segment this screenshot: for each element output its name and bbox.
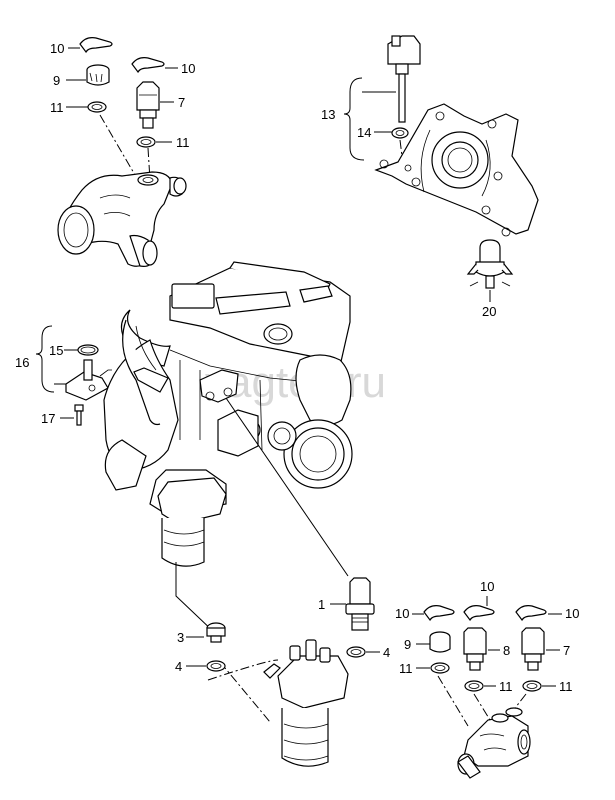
- speed-sensor: [466, 239, 514, 289]
- bolt: [74, 404, 84, 426]
- retaining-clip-3: [423, 605, 455, 622]
- callout-11: 11: [50, 100, 64, 115]
- callout-8: 8: [503, 643, 510, 658]
- callout-11d: 11: [499, 679, 513, 694]
- screw-plug: [206, 622, 226, 643]
- seal-ring-5: [206, 660, 226, 672]
- sealing-flange-group: 13 14: [321, 35, 539, 319]
- retaining-clip: [79, 37, 113, 54]
- callout-17: 17: [41, 411, 55, 426]
- sensor-assembly-group: 16 15 17: [15, 325, 112, 426]
- callout-4: 4: [175, 659, 182, 674]
- callout-3: 3: [177, 630, 184, 645]
- seal-ring-8: [522, 680, 542, 692]
- callout-11c: 11: [399, 661, 413, 676]
- callout-1: 1: [318, 597, 325, 612]
- callout-11e: 11: [559, 679, 573, 694]
- sealing-plug: [86, 64, 110, 86]
- callout-9: 9: [53, 73, 60, 88]
- callout-16: 16: [15, 355, 29, 370]
- crankshaft-sealing-flange: [374, 103, 539, 237]
- callout-7: 7: [178, 95, 185, 110]
- seal-ring-4: [346, 646, 366, 658]
- oil-filter-housing: [263, 639, 349, 767]
- oil-filter-housing-mounted: [157, 477, 227, 567]
- callout-13: 13: [321, 107, 335, 122]
- retaining-clip-2: [131, 57, 165, 74]
- coolant-connector-group: 10 10 10 9 8 7: [395, 579, 579, 779]
- seal-ring-7: [464, 680, 484, 692]
- coolant-flange-group: 10 9 11 10 7 11: [50, 37, 195, 267]
- retaining-clip-5: [515, 605, 547, 622]
- seal-ring-6: [430, 662, 450, 674]
- callout-11b: 11: [176, 135, 190, 150]
- callout-14: 14: [357, 125, 371, 140]
- callout-10-left: 10: [395, 606, 409, 621]
- callout-10-right: 10: [565, 606, 579, 621]
- sealing-plug-2: [429, 631, 451, 653]
- oil-filter-group: 1 4 3 4: [175, 577, 390, 767]
- callout-4b: 4: [383, 645, 390, 660]
- callout-20: 20: [482, 304, 496, 319]
- seal-ring: [87, 101, 107, 113]
- oil-pressure-switch: [345, 577, 375, 631]
- seal-ring-3: [391, 127, 409, 139]
- callout-10b: 10: [181, 61, 195, 76]
- coolant-flange-housing: [57, 171, 187, 267]
- retaining-clip-4: [463, 605, 495, 622]
- sender-with-rod: [387, 35, 421, 123]
- callout-9b: 9: [404, 637, 411, 652]
- coolant-connector: [457, 707, 531, 779]
- seal-ring-2: [136, 136, 156, 148]
- callout-10-top: 10: [480, 579, 494, 594]
- temperature-sender: [136, 81, 160, 129]
- temperature-sender-3: [521, 627, 545, 671]
- temperature-sender-2: [463, 627, 487, 671]
- callout-10: 10: [50, 41, 64, 56]
- callout-7b: 7: [563, 643, 570, 658]
- callout-15: 15: [49, 343, 63, 358]
- engine-block: [103, 261, 353, 515]
